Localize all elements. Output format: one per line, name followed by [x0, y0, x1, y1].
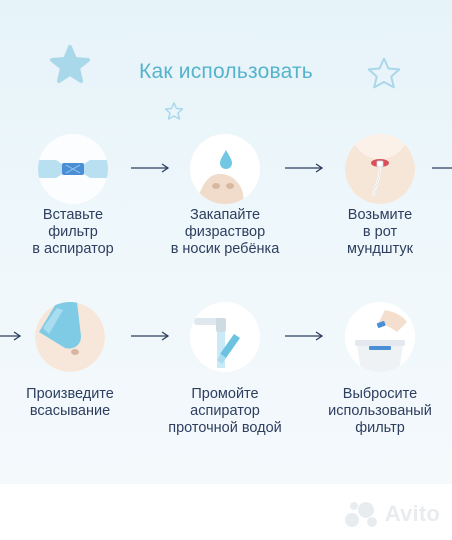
step-5-illustration	[190, 302, 260, 372]
arrow-icon	[285, 331, 324, 341]
avito-logo-icon	[344, 502, 377, 527]
step-6-illustration	[345, 302, 415, 372]
suction-icon	[35, 302, 105, 372]
arrow-icon	[0, 331, 22, 341]
star-icon-large	[50, 45, 90, 83]
step-2-label: Закапайте физраствор в носик ребёнка	[170, 207, 280, 257]
step-1-label: Вставьте фильтр в аспиратор	[32, 207, 114, 257]
step-4-label: Произведите всасывание	[26, 386, 114, 419]
arrow-icon	[131, 163, 170, 173]
arrow-icon	[131, 331, 170, 341]
step-4-illustration	[35, 302, 105, 372]
watermark-text: Avito	[384, 501, 440, 526]
mouthpiece-icon	[345, 134, 415, 204]
rinse-icon	[190, 302, 260, 372]
filter-insert-icon	[38, 134, 108, 204]
discard-filter-icon	[345, 302, 415, 372]
step-1-illustration	[38, 134, 108, 204]
arrow-icon	[285, 163, 324, 173]
drop-nose-icon	[190, 134, 260, 204]
step-6-label: Выбросите использованый фильтр	[328, 386, 432, 436]
star-outline-icon	[367, 57, 401, 89]
page-title: Как использовать	[139, 60, 313, 83]
star-outline-small-icon	[164, 102, 184, 120]
step-3-illustration	[345, 134, 415, 204]
avito-watermark: Avito	[344, 500, 440, 528]
arrow-icon	[432, 167, 452, 169]
instruction-card: Как использовать Вставьте фильтр в аспир…	[0, 0, 452, 484]
step-3-label: Возьмите в рот мундштук	[347, 207, 413, 257]
step-5-label: Промойте аспиратор проточной водой	[168, 386, 282, 436]
step-2-illustration	[190, 134, 260, 204]
